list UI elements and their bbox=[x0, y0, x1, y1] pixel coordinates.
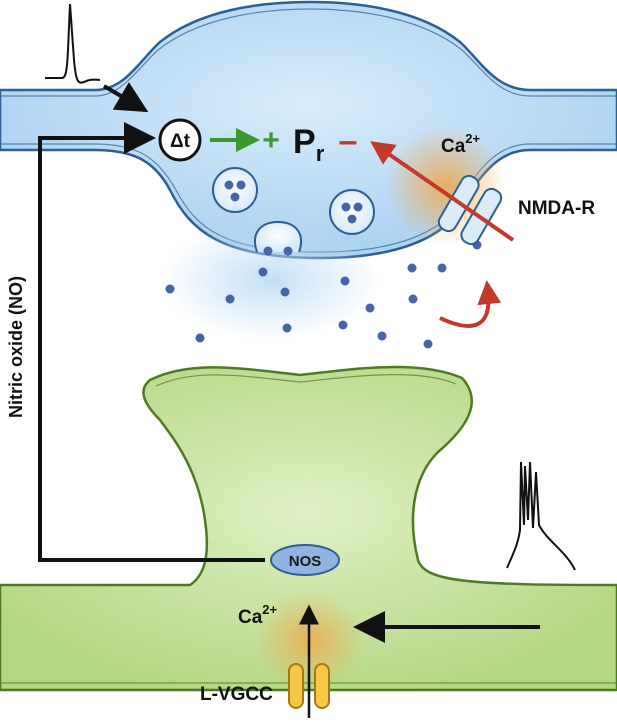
plus-sign: + bbox=[262, 124, 280, 157]
nitric-oxide-label: Nitric oxide (NO) bbox=[6, 276, 26, 418]
minus-sign: – bbox=[339, 122, 358, 160]
nos-enzyme bbox=[270, 544, 340, 576]
vesicle bbox=[329, 189, 375, 235]
presynaptic-inner-membrane bbox=[0, 8, 617, 97]
presynaptic-spike-trace bbox=[45, 3, 101, 84]
neurotransmitter-dots bbox=[165, 240, 482, 349]
l-vgcc-channel bbox=[288, 663, 330, 709]
ca-presynaptic-label: Ca2+ bbox=[441, 131, 481, 157]
ca-postsynaptic-label: Ca2+ bbox=[238, 602, 278, 628]
postsynaptic-burst-trace bbox=[506, 461, 576, 571]
postsynaptic-spine bbox=[0, 365, 617, 692]
postsynaptic-inner-membrane bbox=[155, 374, 457, 387]
fusing-vesicle bbox=[254, 220, 302, 256]
release-probability-label: Pr bbox=[293, 123, 325, 166]
cleft-glow bbox=[160, 220, 380, 340]
red-curved-arrow bbox=[439, 280, 502, 328]
delta-t-circle bbox=[158, 118, 202, 162]
nos-label: NOS bbox=[289, 553, 322, 570]
delta-t-label: Δt bbox=[170, 131, 191, 152]
vesicle bbox=[212, 167, 258, 213]
red-inhibition-arrow bbox=[370, 141, 515, 242]
lvgcc-label: L-VGCC bbox=[200, 684, 273, 705]
presynaptic-spike-arrow bbox=[102, 82, 149, 113]
nitric-oxide-pathway-arrow bbox=[38, 122, 265, 562]
nmda-label: NMDA-R bbox=[518, 198, 595, 219]
